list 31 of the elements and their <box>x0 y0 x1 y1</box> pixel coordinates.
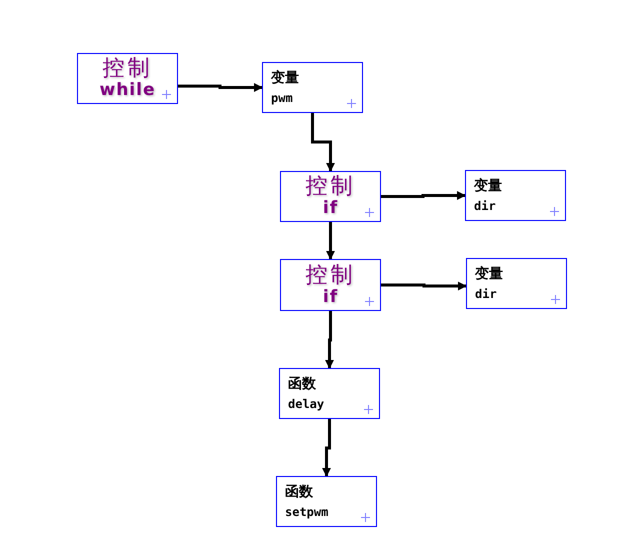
arrow <box>178 83 263 92</box>
node-title: 控制 <box>306 264 356 288</box>
node-title: 控制 <box>306 175 356 199</box>
node-title: 函数 <box>288 375 316 393</box>
function-box <box>276 476 377 527</box>
variable-box <box>262 62 363 113</box>
node-label: while <box>100 81 156 100</box>
node-title: 变量 <box>271 69 299 87</box>
node-title: 函数 <box>285 483 313 501</box>
node-label: setpwm <box>285 504 328 520</box>
arrow <box>311 113 335 172</box>
arrow <box>381 282 467 291</box>
arrow <box>326 222 335 260</box>
node-label: dir <box>474 198 496 214</box>
variable-box <box>465 170 566 221</box>
node-label: delay <box>288 396 324 412</box>
control-box <box>280 259 381 311</box>
node-title: 变量 <box>475 265 503 283</box>
control-box <box>280 171 381 222</box>
control-box <box>77 53 178 104</box>
node-label: if <box>322 199 338 218</box>
node-label: if <box>322 288 338 306</box>
arrow <box>325 311 334 369</box>
node-title: 变量 <box>474 177 502 195</box>
node-label: dir <box>475 286 497 302</box>
arrow <box>381 191 466 200</box>
node-title: 控制 <box>102 57 152 81</box>
variable-box <box>466 258 567 309</box>
function-box <box>279 368 380 419</box>
arrow <box>322 419 331 477</box>
node-label: pwm <box>271 90 293 106</box>
